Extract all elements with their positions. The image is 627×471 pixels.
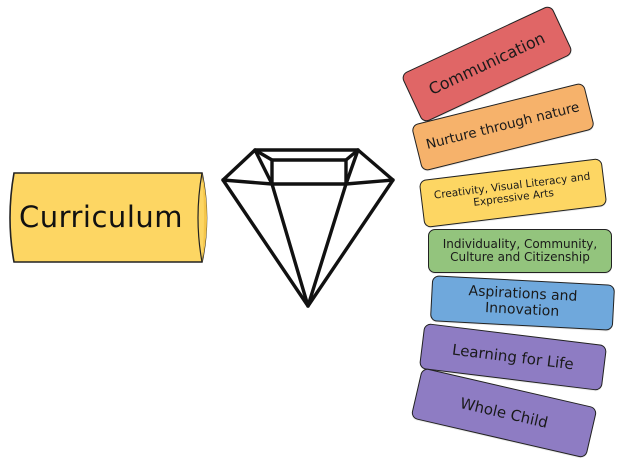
value-creativity: Creativity, Visual Literacy and Expressi…	[418, 157, 608, 229]
value-individuality: Individuality, Community, Culture and Ci…	[428, 229, 612, 273]
value-aspirations: Aspirations and Innovation	[429, 275, 616, 331]
curriculum-label: Curriculum	[18, 200, 184, 234]
value-whole-child-label: Whole Child	[458, 393, 550, 432]
scroll-shape	[9, 172, 208, 263]
value-individuality-label: Individuality, Community, Culture and Ci…	[442, 236, 598, 264]
curriculum-box: Curriculum	[6, 171, 208, 263]
value-learning-label: Learning for Life	[451, 340, 575, 373]
diamond-icon	[221, 148, 395, 308]
value-communication-label: Communication	[425, 28, 548, 99]
value-creativity-label: Creativity, Visual Literacy and Expressi…	[433, 170, 591, 209]
value-aspirations-label: Aspirations and Innovation	[468, 283, 578, 320]
